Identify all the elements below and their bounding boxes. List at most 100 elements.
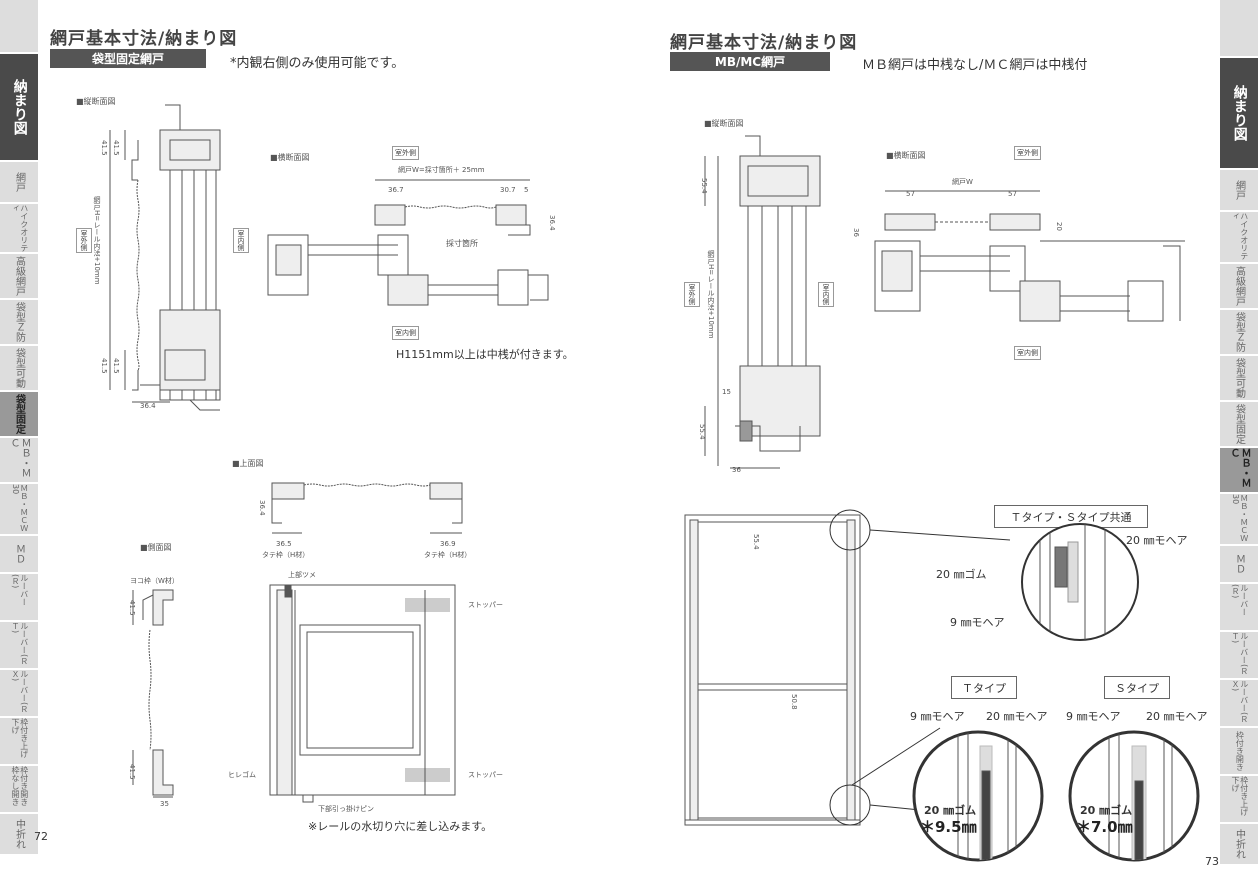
right-v-dim-554a: 55.4 [700,178,708,194]
right-front-dim-554: 55.4 [752,534,760,550]
sidebar-left-item-10[interactable]: ルーバー(ＲＴ) [0,622,38,670]
right-v-dim-36: 36 [732,466,741,474]
right-vertical-label: ■縦断面図 [704,119,744,128]
page-number-right: 73 [1205,855,1219,868]
right-vertical-section-drawing [704,135,821,469]
sidebar-right-item-1[interactable]: ハイクオリティ [1220,212,1258,264]
left-stopper-1: ストッパー [468,601,503,609]
sidebar-right-item-2[interactable]: 高級網戸 [1220,264,1258,310]
sidebar-right-item-6[interactable]: ＭＢ・ＭＣ [1220,448,1258,494]
right-h-dim-57a: 57 [906,190,915,198]
sidebar-left-item-6[interactable]: ＭＢ・ＭＣ [0,438,38,484]
left-top-dim-364: 36.4 [258,500,266,516]
left-page-title: 網戸基本寸法/納まり図 [50,29,238,49]
sidebar-right-top [1220,0,1258,58]
right-s-mohair20: 20 ㎜モヘア [1146,710,1208,723]
sidebar-left-item-8[interactable]: ＭＤ [0,536,38,574]
left-v-dim-364: 36.4 [140,402,156,410]
sidebar-right-item-3[interactable]: 袋型Ｚ防 [1220,310,1258,356]
sidebar-right-item-13[interactable]: 枠付き上げ下げ [1220,776,1258,824]
left-top-dim-369: 36.9 [440,540,456,548]
right-v-dim-15: 15 [722,388,731,396]
sidebar-left-item-14[interactable]: 中折れ [0,814,38,856]
sidebar-left-item-0[interactable]: 網戸 [0,162,38,204]
right-s-type-box: Ｓタイプ [1104,676,1170,699]
left-v-outdoor-box: 室外側 [76,228,92,253]
left-v-dim-415a: 41.5 [100,140,108,156]
sidebar-right-item-0[interactable]: 網戸 [1220,170,1258,212]
sidebar-left-item-2[interactable]: 高級網戸 [0,254,38,300]
right-t-mohair20: 20 ㎜モヘア [986,710,1048,723]
right-t-type-box: Ｔタイプ [951,676,1017,699]
right-h-outdoor-box: 室外側 [1014,146,1041,160]
left-note: *内観右側のみ使用可能です。 [230,56,405,71]
sidebar-left: 納まり図 網戸 ハイクオリティ 高級網戸 袋型Ｚ防 袋型可動 袋型固定 ＭＢ・Ｍ… [0,0,38,856]
sidebar-left-item-5[interactable]: 袋型固定 [0,392,38,438]
right-v-indoor-box: 室内側 [818,282,834,307]
right-h-width-dim: 網戸W [952,178,973,186]
right-t-type-detail [912,730,1044,862]
sidebar-right: 納まり図 網戸 ハイクオリティ 高級網戸 袋型Ｚ防 袋型可動 袋型固定 ＭＢ・Ｍ… [1220,0,1258,866]
right-v-dim-554b: 55.4 [698,424,706,440]
left-hire-gum: ヒレゴム [228,771,256,779]
right-h-indoor-box: 室内側 [1014,346,1041,360]
left-front-view-drawing [269,584,456,803]
left-tate-h1: タテ枠（H材） [262,551,310,559]
left-h-indoor-box: 室内側 [392,326,419,340]
left-side-view-drawing [132,589,174,798]
sidebar-right-item-10[interactable]: ルーバー(ＲＴ) [1220,632,1258,680]
sidebar-left-item-9[interactable]: ルーバー(Ｒ) [0,574,38,622]
sidebar-right-head: 納まり図 [1220,58,1258,170]
left-h-dim-307: 30.7 [500,186,516,194]
sidebar-right-item-5[interactable]: 袋型固定 [1220,402,1258,448]
right-s-gum-size: ＊7.0㎜ [1076,818,1133,836]
sidebar-right-item-8[interactable]: ＭＤ [1220,546,1258,584]
sidebar-right-item-7[interactable]: ＭＢ・ＭＣＷ30 [1220,494,1258,546]
sidebar-left-head: 納まり図 [0,54,38,162]
left-tate-h2: タテ枠（H材） [424,551,472,559]
sidebar-left-item-11[interactable]: ルーバー(ＲＸ) [0,670,38,718]
right-h-dim-57b: 57 [1008,190,1017,198]
sidebar-right-item-11[interactable]: ルーバー(ＲＸ) [1220,680,1258,728]
sidebar-right-item-12[interactable]: 枠付き開き [1220,728,1258,776]
sidebar-left-item-7[interactable]: ＭＢ・ＭＣＷ30 [0,484,38,536]
right-s-gum: 20 ㎜ゴム [1080,804,1133,817]
left-side-dim-415f: 41.5 [128,764,136,780]
sidebar-right-item-14[interactable]: 中折れ [1220,824,1258,866]
left-bottom-pin: 下部引っ掛けピン [318,805,374,813]
right-ts-common-detail [1021,523,1139,641]
left-top-dim-365: 36.5 [276,540,292,548]
left-vertical-section-drawing [109,104,221,411]
left-side-dim-35: 35 [160,800,169,808]
right-h-dim-20: 20 [1055,222,1063,231]
right-v-height-dim: 網戸H=レール内法+10mm [707,250,715,339]
left-yoko-w: ヨコ枠（W材） [130,577,179,585]
sidebar-left-item-3[interactable]: 袋型Ｚ防 [0,300,38,346]
right-front-dim-508: 50.8 [790,694,798,710]
left-h-width-dim: 網戸W=採寸箇所＋ 25mm [398,166,485,174]
right-s-type-detail [1068,730,1200,862]
sidebar-left-item-4[interactable]: 袋型可動 [0,346,38,392]
right-t-gum: 20 ㎜ゴム [924,804,977,817]
left-h-dim-367: 36.7 [388,186,404,194]
sidebar-right-item-4[interactable]: 袋型可動 [1220,356,1258,402]
left-rail-note: ※レールの水切り穴に差し込みます。 [308,820,493,833]
left-h-dim-5: 5 [524,186,529,194]
left-top-tsume: 上部ツメ [288,571,316,579]
sidebar-left-item-13[interactable]: 枠付き開き枠なし開き [0,766,38,814]
left-v-indoor-box: 室内側 [233,228,249,253]
right-s-mohair9: 9 ㎜モヘア [1066,710,1121,723]
left-h-outdoor-box: 室外側 [392,146,419,160]
right-v-outdoor-box: 室外側 [684,282,700,307]
sidebar-right-item-9[interactable]: ルーバー(Ｒ) [1220,584,1258,632]
sidebar-left-item-1[interactable]: ハイクオリティ [0,204,38,254]
left-h1151-note: H1151mm以上は中桟が付きます。 [396,348,574,361]
right-front-view-drawing [684,509,1011,826]
left-top-view-drawing [271,482,463,534]
right-horizontal-section-drawing [874,190,1185,322]
page-number-left: 72 [34,830,48,843]
left-v-dim-415c: 41.5 [100,358,108,374]
sidebar-left-item-12[interactable]: 枠付き上げ下げ [0,718,38,766]
left-horizontal-section-drawing [267,179,549,306]
left-v-dim-415d: 41.5 [112,358,120,374]
